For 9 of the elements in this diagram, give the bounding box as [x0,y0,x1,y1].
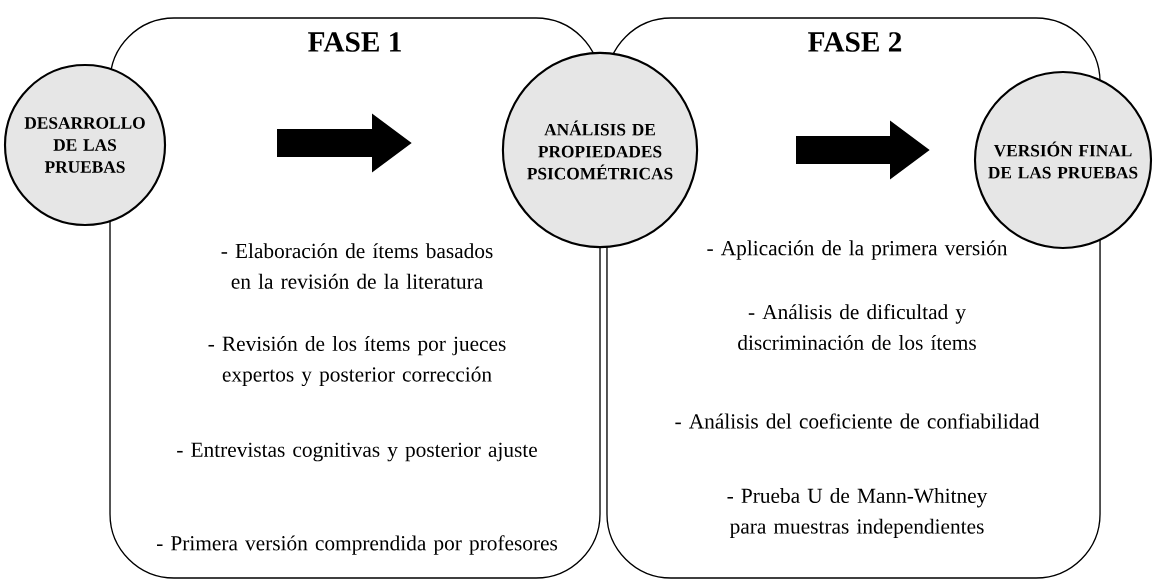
step-text: - Análisis del coeficiente de confiabilidad [675,413,1040,429]
step-text: - Prueba U de Mann-Whitney para muestras independientes [727,488,988,538]
step-text: - Análisis de dificultad y discriminación de los ítems [738,304,976,350]
phase-heading: FASE 2 [808,32,902,52]
step-text: - Revisión de los ítems por jueces expertos y posterior corrección [208,335,506,387]
step-text: - Elaboración de ítems basados en la revisión de la literatura [221,243,493,289]
phase-heading: FASE 1 [308,32,401,52]
step-text: - Primera versión comprendida por profesores [157,535,558,555]
step-text: - Entrevistas cognitivas y posterior ajuste [177,442,537,462]
